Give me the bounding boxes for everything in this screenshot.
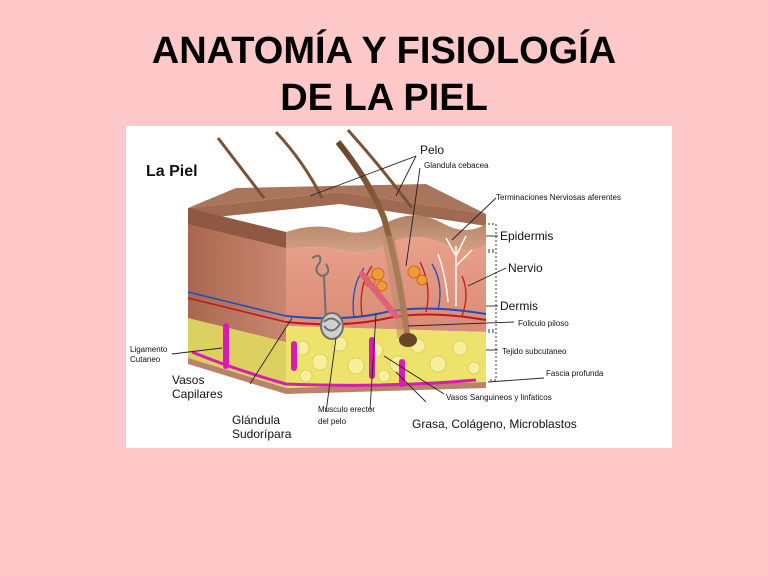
label-pelo: Pelo xyxy=(420,143,444,157)
arrector-muscle xyxy=(359,271,399,319)
hair-shaft-1 xyxy=(216,137,266,199)
label-fascia: Fascia profunda xyxy=(546,369,604,378)
skin-surface-top xyxy=(188,184,486,214)
capillaries xyxy=(360,261,467,317)
side-fat xyxy=(188,318,286,388)
label-grasa: Grasa, Colágeno, Microblastos xyxy=(412,417,577,431)
label-tejido: Tejido subcutaneo xyxy=(502,347,567,356)
label-glandula-cebacea: Glandula cebacea xyxy=(424,161,489,170)
label-musculo-1: Musculo erector xyxy=(318,405,375,414)
hair-shaft-4 xyxy=(346,128,414,209)
nerve-endings xyxy=(437,235,473,306)
lymphatic-base xyxy=(191,350,477,387)
vein-side xyxy=(187,291,287,317)
artery-side xyxy=(187,297,287,323)
magenta-vessels xyxy=(223,323,405,387)
label-ligamento-1: Ligamento xyxy=(130,345,168,354)
label-terminaciones: Terminaciones Nerviosas aferentes xyxy=(496,193,621,202)
skin-surface-edge xyxy=(188,192,486,226)
slide-title-line-2: DE LA PIEL xyxy=(280,77,488,119)
label-glandula-sud-2: Sudorípara xyxy=(232,427,292,441)
label-musculo-2: del pelo xyxy=(318,417,347,426)
hair-follicle xyxy=(381,234,411,339)
label-glandula-sud-1: Glándula xyxy=(232,413,280,427)
layer-brackets xyxy=(488,223,497,381)
label-vasos-cap-1: Vasos xyxy=(172,373,204,387)
hair-bulb xyxy=(399,333,417,347)
leader-lines xyxy=(171,155,545,413)
hair-shaft-2 xyxy=(274,130,324,199)
label-vasos-cap-2: Capilares xyxy=(172,387,223,401)
label-dermis: Dermis xyxy=(500,299,538,313)
sebaceous-gland xyxy=(364,265,428,292)
slide-title-line-1: ANATOMÍA Y FISIOLOGÍA xyxy=(151,30,617,72)
label-epidermis: Epidermis xyxy=(500,229,553,243)
label-ligamento-2: Cutaneo xyxy=(130,355,161,364)
label-foliculo: Foliculo piloso xyxy=(518,319,569,328)
side-epidermis xyxy=(188,208,286,248)
figure-heading: La Piel xyxy=(146,163,198,180)
skin-anatomy-figure: La Piel Pelo Glandula cebacea Terminacio… xyxy=(126,126,672,448)
artery-line xyxy=(285,313,487,326)
label-vasos-sanguineos: Vasos Sanguineos y linfaticos xyxy=(446,393,552,402)
sweat-gland xyxy=(311,254,344,340)
slide-title: ANATOMÍA Y FISIOLOGÍA DE LA PIEL xyxy=(0,28,768,122)
skin-diagram: La Piel Pelo Glandula cebacea Terminacio… xyxy=(130,128,621,441)
vein-line xyxy=(285,307,487,320)
label-nervio: Nervio xyxy=(508,261,543,275)
